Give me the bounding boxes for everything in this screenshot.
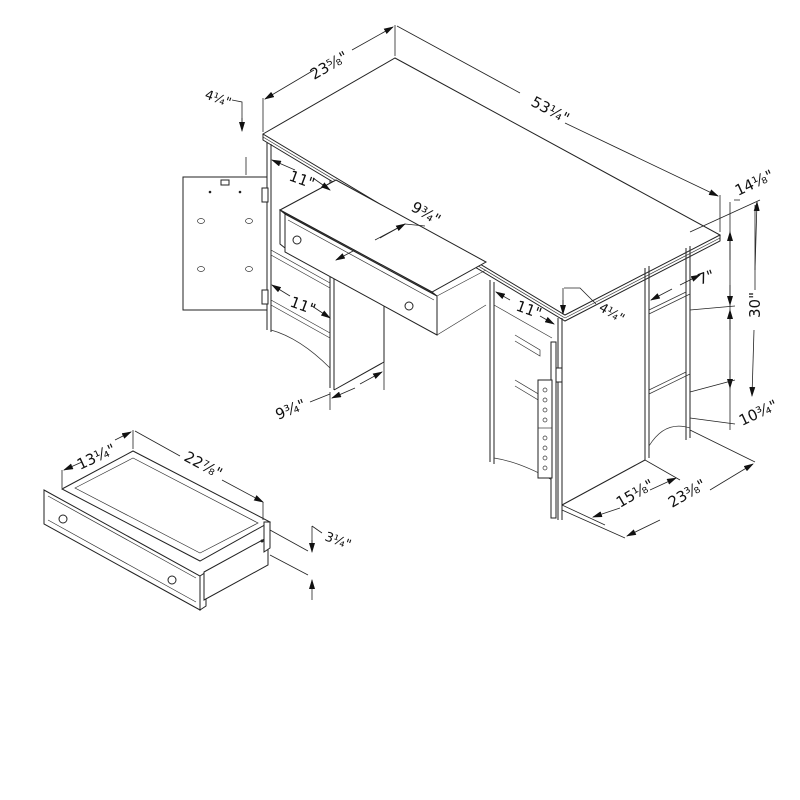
label-left-upper-shelf: 11": [287, 167, 318, 193]
label-overall-depth: 23⅜": [665, 476, 709, 512]
label-drawer-opening-width: 9¾": [273, 395, 308, 423]
dimension-lines: [61, 25, 761, 600]
label-top-thickness-right: 4¼": [596, 300, 627, 326]
drawer-detail: [43, 450, 272, 611]
knob-icon: [58, 514, 68, 524]
label-left-lower-shelf: 11": [288, 293, 319, 319]
hinge-icon: [261, 289, 269, 305]
knob-icon: [292, 235, 302, 245]
hinge-icon: [261, 187, 269, 203]
label-desk-width: 53¼": [528, 93, 572, 128]
label-side-shelf-depth: 7": [695, 266, 717, 289]
label-drawer-length: 22⅞": [181, 448, 225, 483]
handle-icon: [555, 367, 563, 383]
label-drawer-height: 3¼": [323, 530, 353, 553]
label-top-thickness-left: 4¼": [203, 88, 233, 111]
right-door: [537, 341, 563, 519]
label-base-depth: 15⅛": [613, 476, 657, 512]
label-side-upper-height: 14⅛": [732, 166, 776, 199]
label-desk-depth-top: 23⅝": [307, 48, 351, 84]
label-overall-height: 30": [746, 292, 764, 318]
rack-hooks: [542, 387, 548, 471]
knob-icon: [167, 575, 177, 585]
left-door: [182, 176, 269, 311]
knob-icon: [404, 301, 414, 311]
label-side-lower-height: 10¾": [736, 396, 780, 429]
side-shelves: [644, 246, 691, 460]
